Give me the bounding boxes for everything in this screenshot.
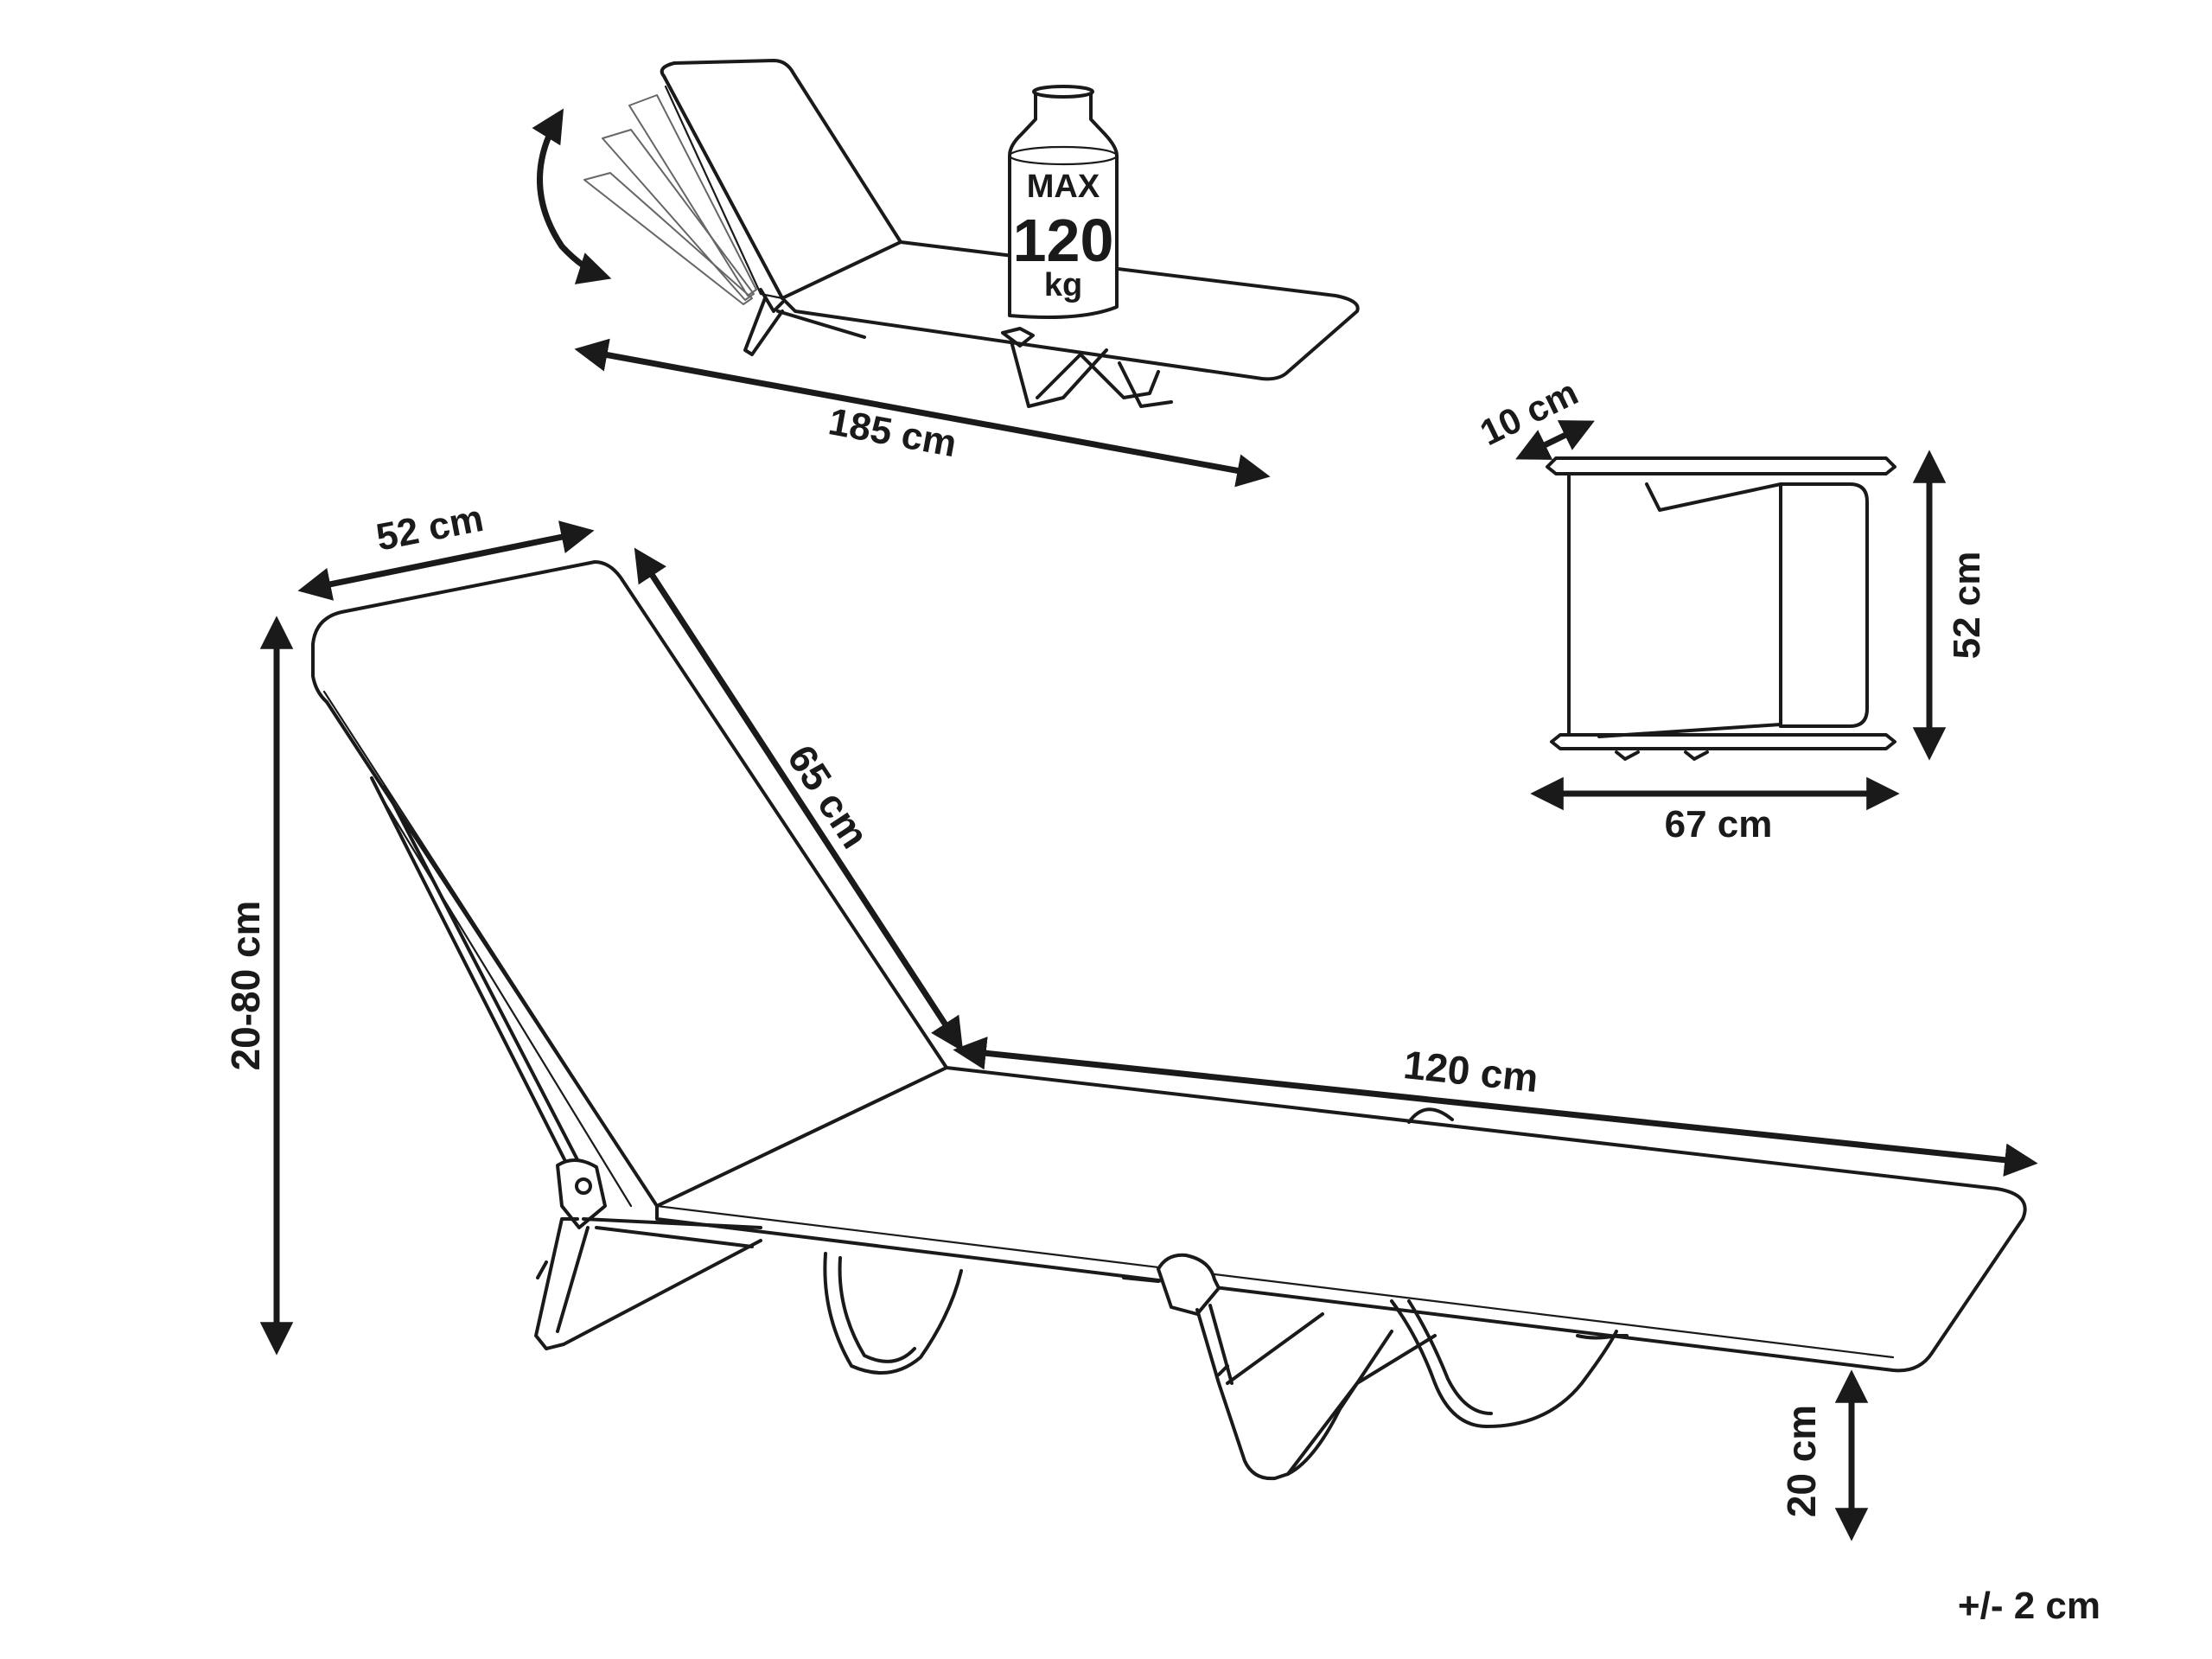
folded-thickness-label: 10 cm [1474, 372, 1584, 453]
back-width-label: 52 cm [373, 497, 487, 559]
main-lounger [311, 560, 2027, 1481]
total-length-arrow [574, 338, 1271, 488]
tolerance-note: +/- 2 cm [1958, 1585, 2100, 1627]
max-load-label: MAX [1027, 169, 1100, 205]
weight-icon [1008, 85, 1119, 319]
leg-height-label: 20 cm [1779, 1405, 1824, 1517]
recline-arrow [532, 108, 612, 284]
folded-length-label: 67 cm [1665, 803, 1773, 845]
max-load-unit: kg [1044, 267, 1082, 303]
folded-width-label: 52 cm [1946, 552, 1988, 660]
seat-length-label: 120 cm [1401, 1042, 1540, 1101]
top-small-lounger [583, 59, 1360, 408]
height-range-label: 20-80 cm [223, 901, 268, 1071]
back-length-arrow [634, 547, 964, 1052]
seat-length-arrow [953, 1037, 2038, 1177]
folded-lounger [1546, 456, 1896, 761]
max-load-value: 120 [1013, 207, 1114, 274]
folded-thickness-arrow [1515, 420, 1595, 460]
back-width-arrow [297, 520, 595, 601]
